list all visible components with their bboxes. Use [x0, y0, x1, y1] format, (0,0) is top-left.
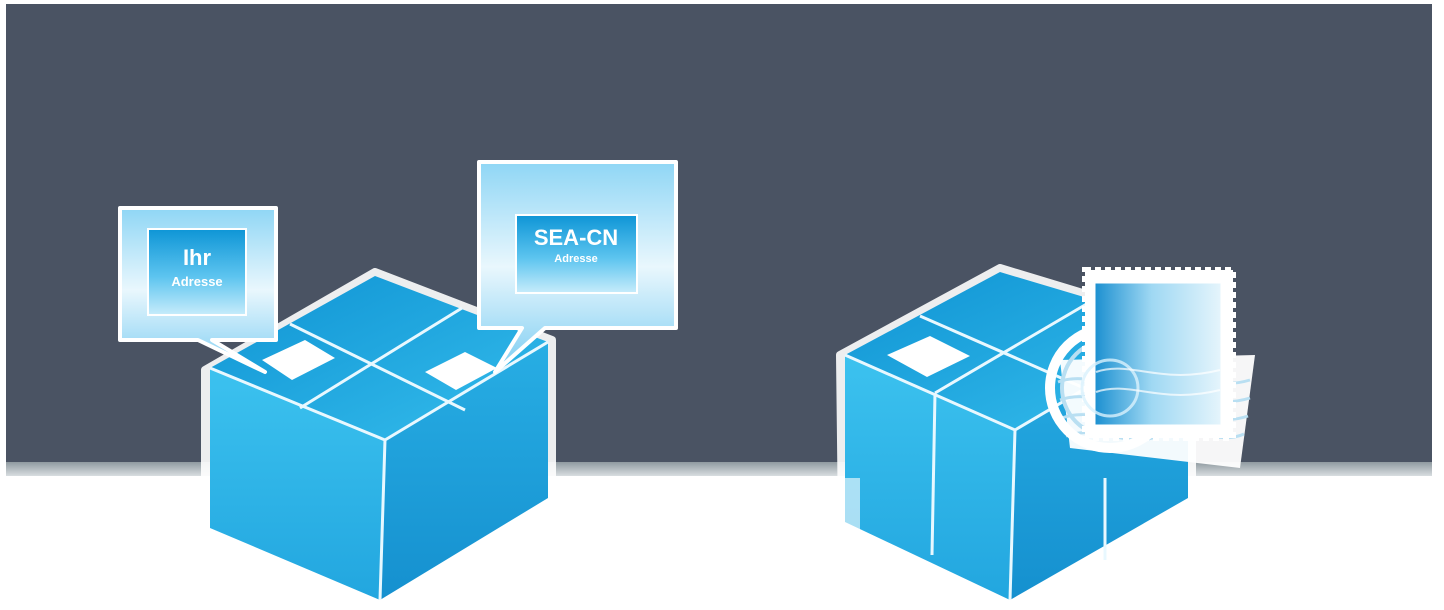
floor-reflection	[560, 478, 860, 548]
warehouse-address-subtitle: Adresse	[554, 253, 597, 265]
warehouse-address-title: SEA-CN	[534, 225, 618, 250]
your-address-title: Ihr	[183, 245, 212, 270]
your-address-subtitle: Adresse	[171, 274, 222, 289]
